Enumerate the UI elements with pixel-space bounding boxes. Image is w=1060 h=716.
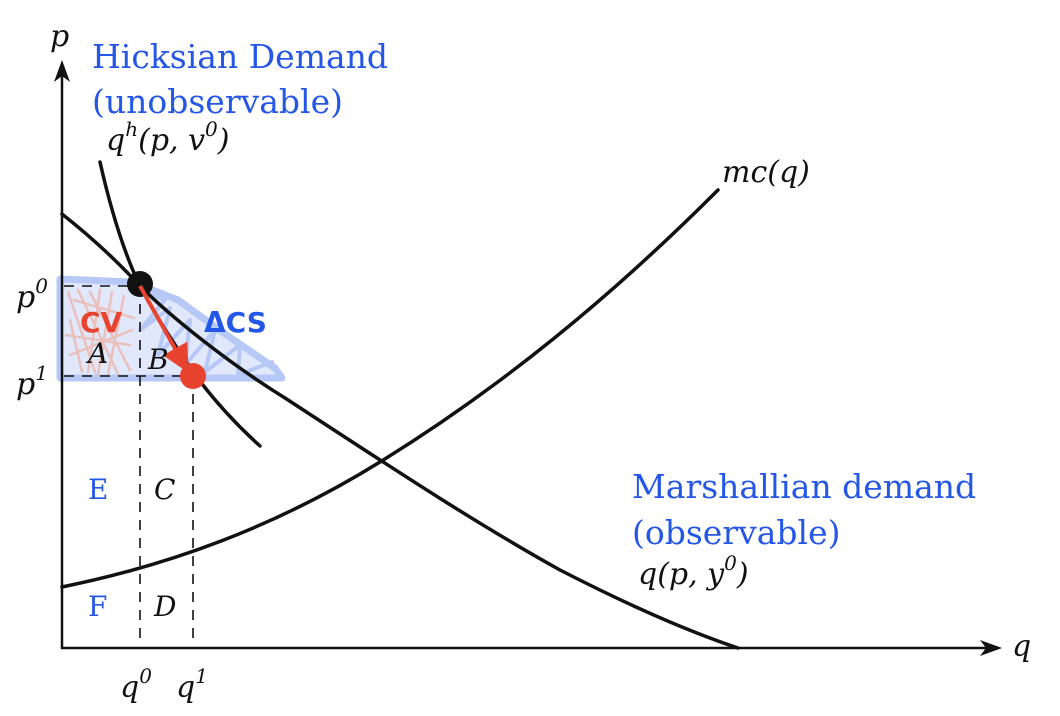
marshallian-annotation-title: Marshallian demand xyxy=(632,467,976,506)
region-d-label: D xyxy=(153,590,176,623)
hicksian-annotation-note: (unobservable) xyxy=(92,82,343,121)
new-equilibrium-point xyxy=(180,363,206,389)
q1-label: q1 xyxy=(176,664,208,705)
hicksian-annotation-title: Hicksian Demand xyxy=(92,37,388,76)
p1-label: p1 xyxy=(16,361,48,402)
p0-label: p0 xyxy=(16,274,48,315)
cv-label: CV xyxy=(80,306,123,339)
marshallian-annotation-note: (observable) xyxy=(632,513,841,552)
initial-equilibrium-point xyxy=(127,271,153,297)
x-axis-label: q xyxy=(1012,629,1031,664)
hicksian-curve-label: qh(p, v0) xyxy=(106,117,230,158)
y-axis-arrowhead xyxy=(54,60,70,82)
marshallian-demand-curve xyxy=(60,212,740,650)
delta-cs-label: ΔCS xyxy=(204,306,267,339)
x-axis-arrowhead xyxy=(980,640,1002,656)
price-change-arrow xyxy=(138,285,189,373)
marginal-cost-label: mc(q) xyxy=(722,155,810,190)
cv-hatching xyxy=(64,288,136,376)
y-axis-label: p xyxy=(50,19,69,54)
marshallian-curve-label: q(p, y0) xyxy=(638,551,749,592)
region-f-label: F xyxy=(88,590,107,623)
region-c-label: C xyxy=(154,473,175,506)
region-b-label: B xyxy=(147,343,169,376)
region-a-label: A xyxy=(85,337,108,370)
region-e-label: E xyxy=(88,473,108,506)
q0-label: q0 xyxy=(120,664,152,705)
marginal-cost-curve xyxy=(60,188,720,589)
